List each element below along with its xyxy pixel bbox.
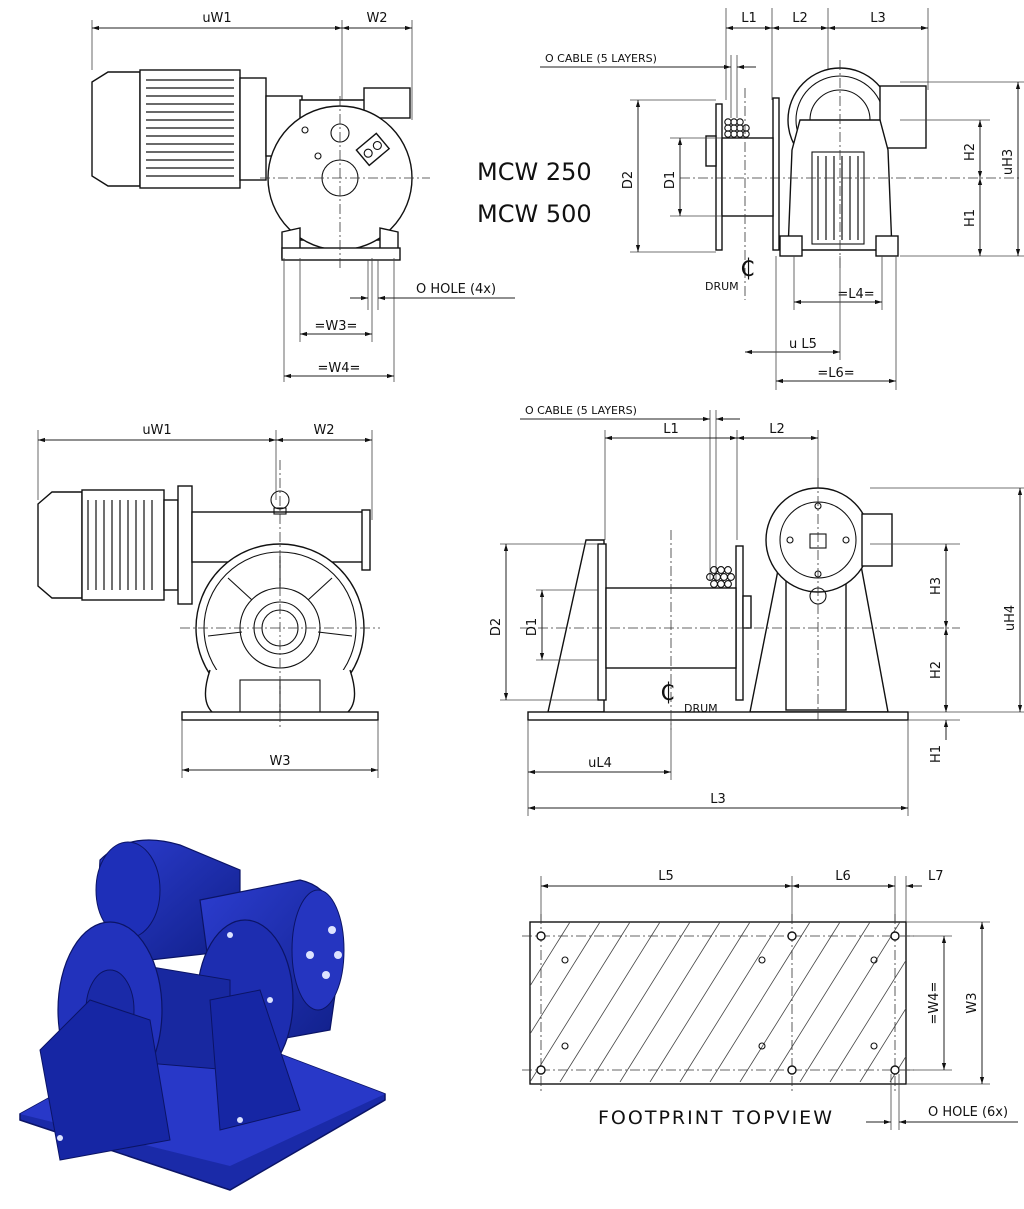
- footprint-hatch: [530, 922, 906, 1082]
- drum-label-2: DRUM: [684, 702, 718, 715]
- drum2-flange-right: [735, 545, 744, 701]
- fp-l7-label: L7: [928, 869, 944, 884]
- dim-l3-label: L3: [870, 11, 886, 26]
- dim2-w2-label: W2: [313, 423, 334, 438]
- base2-frame: [527, 711, 909, 721]
- dim2-h1-label: H1: [929, 745, 944, 763]
- footprint-topview: L5 L6 L7 =W4: [522, 869, 1018, 1130]
- cable2-layers: [706, 566, 735, 588]
- dim-h2-label: H2: [963, 143, 978, 161]
- drum-barrel: [721, 137, 774, 217]
- dim2-w1-label: uW1: [142, 423, 171, 438]
- dim2-h3-label: H3: [929, 577, 944, 595]
- winch-3d-render: [19, 839, 386, 1191]
- cable-note-2: O CABLE (5 LAYERS): [525, 404, 637, 417]
- view1-side: uW1 W2: [91, 11, 515, 382]
- left-pedestal: [547, 539, 605, 713]
- dim2-h4-label: uH4: [1003, 605, 1018, 631]
- fp-l6-label: L6: [835, 869, 851, 884]
- dim2-d1-label: D1: [525, 618, 540, 636]
- view2-front: O CABLE (5 LAYERS) L1 L2: [489, 404, 1024, 816]
- dim-w4-label: =W4=: [318, 361, 361, 376]
- cl-symbol-1: ₵: [740, 254, 755, 282]
- motor-cooling-fins: [146, 79, 234, 177]
- drum-hub-bolt: [705, 135, 717, 167]
- gearbox-ribs: [817, 156, 859, 240]
- dim-w2-label: W2: [366, 11, 387, 26]
- motor-flange: [239, 77, 267, 181]
- model-label-mcw500: MCW 500: [477, 200, 592, 228]
- dim-l6-label: =L6=: [817, 366, 854, 381]
- dim2-l2-label: L2: [769, 422, 785, 437]
- dim2-l1-label: L1: [663, 422, 679, 437]
- dim-h3-label: uH3: [1001, 149, 1016, 175]
- cable-clamp-plate: [355, 132, 391, 167]
- dim-l1-label: L1: [741, 11, 757, 26]
- view2-side: uW1 W2: [37, 423, 380, 778]
- dim2-w3-label: W3: [269, 754, 290, 769]
- footprint-plate: [529, 921, 907, 1085]
- drum-flange-left: [715, 103, 723, 251]
- cl-symbol-2: ₵: [660, 678, 675, 706]
- mount-holes: [536, 931, 900, 1075]
- cable-layers: [724, 118, 750, 138]
- hole-4x-note: O HOLE (4x): [416, 282, 496, 297]
- dim-d2-label: D2: [621, 171, 636, 189]
- dim2-h2-label: H2: [929, 661, 944, 679]
- dim2-l3-label: L3: [710, 792, 726, 807]
- fp-w4-label: =W4=: [927, 982, 942, 1025]
- drum2-flange-left: [597, 543, 607, 701]
- motor2-cooling-fins: [87, 500, 153, 590]
- fp-w3-label: W3: [965, 992, 980, 1013]
- dim2-l4-label: uL4: [588, 756, 612, 771]
- dim-w1-label: uW1: [202, 11, 231, 26]
- footprint-title: FOOTPRINT TOPVIEW: [598, 1107, 834, 1129]
- base-plate: [281, 247, 401, 261]
- hole-6x-note: O HOLE (6x): [928, 1105, 1008, 1120]
- model-label-mcw250: MCW 250: [477, 158, 592, 186]
- motor2-flange: [177, 485, 193, 605]
- dim-l4-label: =L4=: [837, 287, 874, 302]
- dim2-d2-label: D2: [489, 618, 504, 636]
- dim-d1-label: D1: [663, 171, 678, 189]
- dim-l5-label: u L5: [789, 337, 817, 352]
- drum-flange-right: [772, 97, 780, 251]
- motor-stub: [879, 85, 927, 149]
- motor2-end-cap: [37, 491, 83, 599]
- fp-l5-label: L5: [658, 869, 674, 884]
- dim-l2-label: L2: [792, 11, 808, 26]
- dim-w3-label: =W3=: [315, 319, 358, 334]
- drum-label-1: DRUM: [705, 280, 739, 293]
- view1-front: L1 L2 L3 O CABLE (5 LAYERS): [540, 8, 1024, 390]
- motor-end-cap: [91, 71, 141, 187]
- cable-note-1: O CABLE (5 LAYERS): [545, 52, 657, 65]
- dim-h1-label: H1: [963, 209, 978, 227]
